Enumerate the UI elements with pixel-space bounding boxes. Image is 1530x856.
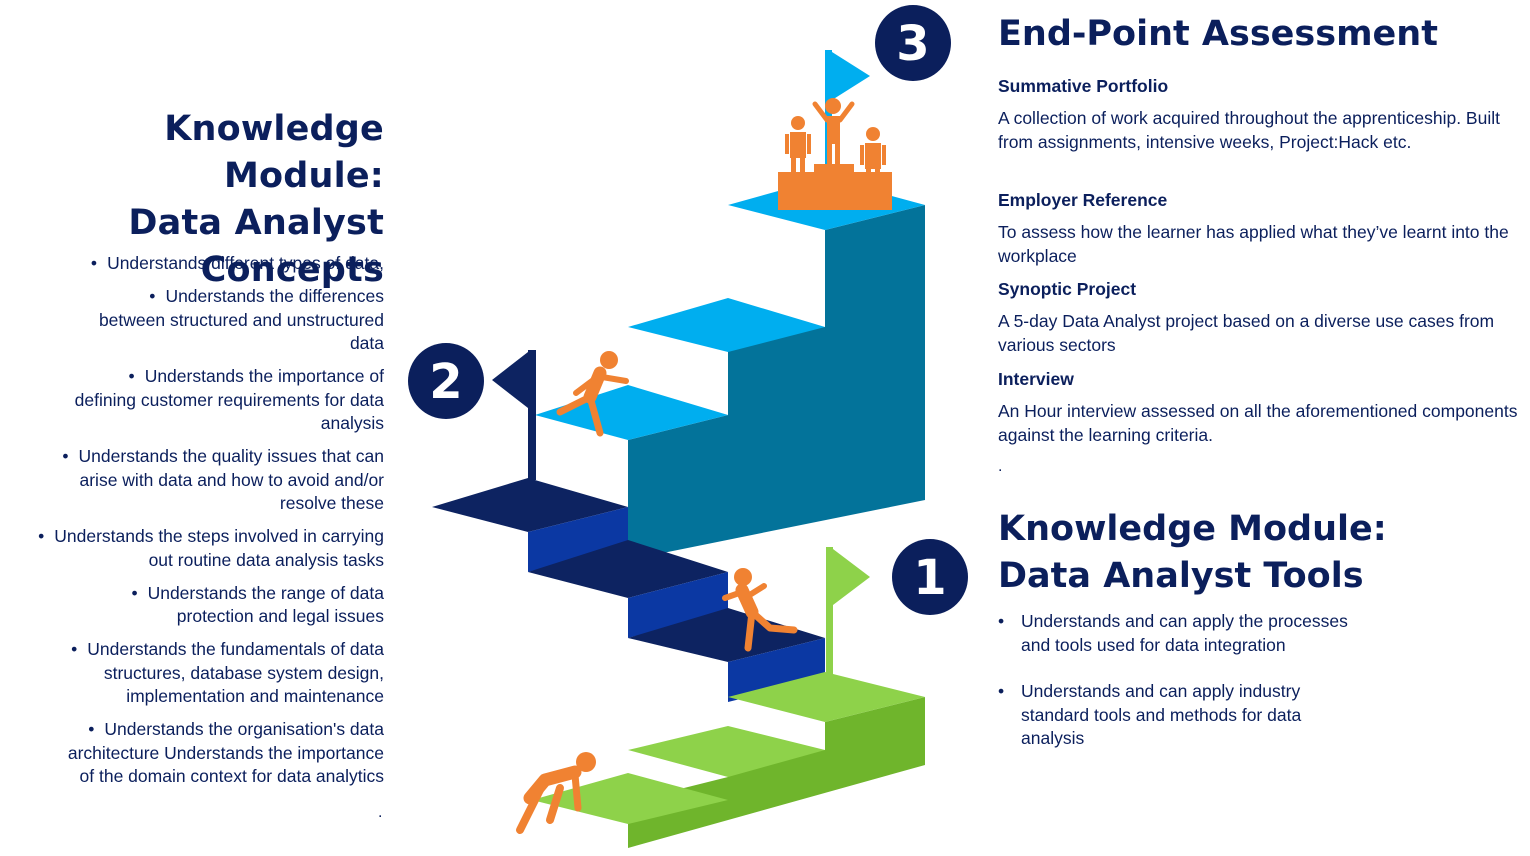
tools-bullet-list: Understands and can apply the processes … [998,610,1358,774]
tools-title-line-1: Knowledge Module: [998,509,1387,549]
tools-bullet-1: Understands and can apply the processes … [998,610,1358,657]
epa-text: A collection of work acquired throughout… [998,108,1500,152]
epa-item-synoptic-project: Synoptic Project A 5-day Data Analyst pr… [998,278,1518,357]
tools-module-title: Knowledge Module: Data Analyst Tools [998,506,1387,600]
left-trailing-dot: . [378,804,383,821]
badge-2-icon: 2 [408,343,484,419]
left-bullet-4: Understands the quality issues that can … [10,445,384,516]
badge-2-number: 2 [429,354,462,410]
tools-bullet-2: Understands and can apply industry stand… [998,680,1358,751]
badge-3-number: 3 [896,16,929,72]
blue-front-3 [728,638,825,702]
staircase-illustration: 1 2 3 [408,5,968,848]
blue-front-2 [628,572,728,638]
teal-front [628,205,925,560]
badge-1-icon: 1 [892,539,968,615]
epa-text: An Hour interview assessed on all the af… [998,401,1518,445]
green-step-top-2 [628,726,825,777]
epa-heading: Interview [998,369,1074,389]
left-bullet-3: Understands the importance of defining c… [10,365,384,436]
running-figure-icon [556,351,629,437]
left-title-line-2: Data Analyst [128,203,384,243]
lower-stair-block [532,672,925,848]
epa-item-summative-portfolio: Summative Portfolio A collection of work… [998,75,1518,154]
left-bullet-2: Understands the differences between stru… [10,285,384,356]
epa-title: End-Point Assessment [998,14,1438,54]
epa-trailing-dot: . [998,458,1003,475]
navy-step-top-3 [628,608,825,662]
left-module-bullet-list: Understands different types of data, Und… [10,252,384,798]
cyan-step-top-1 [535,385,728,440]
green-flag-icon [826,547,870,702]
cyan-step-top-2 [628,298,825,352]
navy-flag-icon [492,350,536,480]
left-title-line-1: Knowledge Module: [164,109,384,196]
badge-3-icon: 3 [875,5,951,81]
epa-heading: Employer Reference [998,190,1168,210]
left-bullet-1: Understands different types of data, [10,252,384,276]
green-step-top-1 [532,773,728,824]
epa-heading: Synoptic Project [998,279,1137,299]
navy-step-top-2 [528,540,728,598]
left-bullet-8: Understands the organisation's data arch… [10,718,384,789]
epa-heading: Summative Portfolio [998,76,1169,96]
epa-item-interview: Interview An Hour interview assessed on … [998,368,1518,447]
epa-text: To assess how the learner has applied wh… [998,222,1509,266]
blue-front-1 [528,507,628,572]
middle-stair-block [432,478,825,702]
left-bullet-7: Understands the fundamentals of data str… [10,638,384,709]
badge-1-number: 1 [913,550,946,606]
podium [778,172,892,210]
left-bullet-5: Understands the steps involved in carryi… [10,525,384,572]
tools-title-line-2: Data Analyst Tools [998,556,1364,596]
crouching-runner-icon [516,752,596,834]
left-bullet-6: Understands the range of data protection… [10,582,384,629]
podium-winners-icon [778,98,892,210]
epa-item-employer-reference: Employer Reference To assess how the lea… [998,189,1518,268]
green-front [628,697,925,848]
epa-text: A 5-day Data Analyst project based on a … [998,311,1495,355]
climbing-runner-icon [722,568,798,652]
navy-step-top-1 [432,478,628,532]
